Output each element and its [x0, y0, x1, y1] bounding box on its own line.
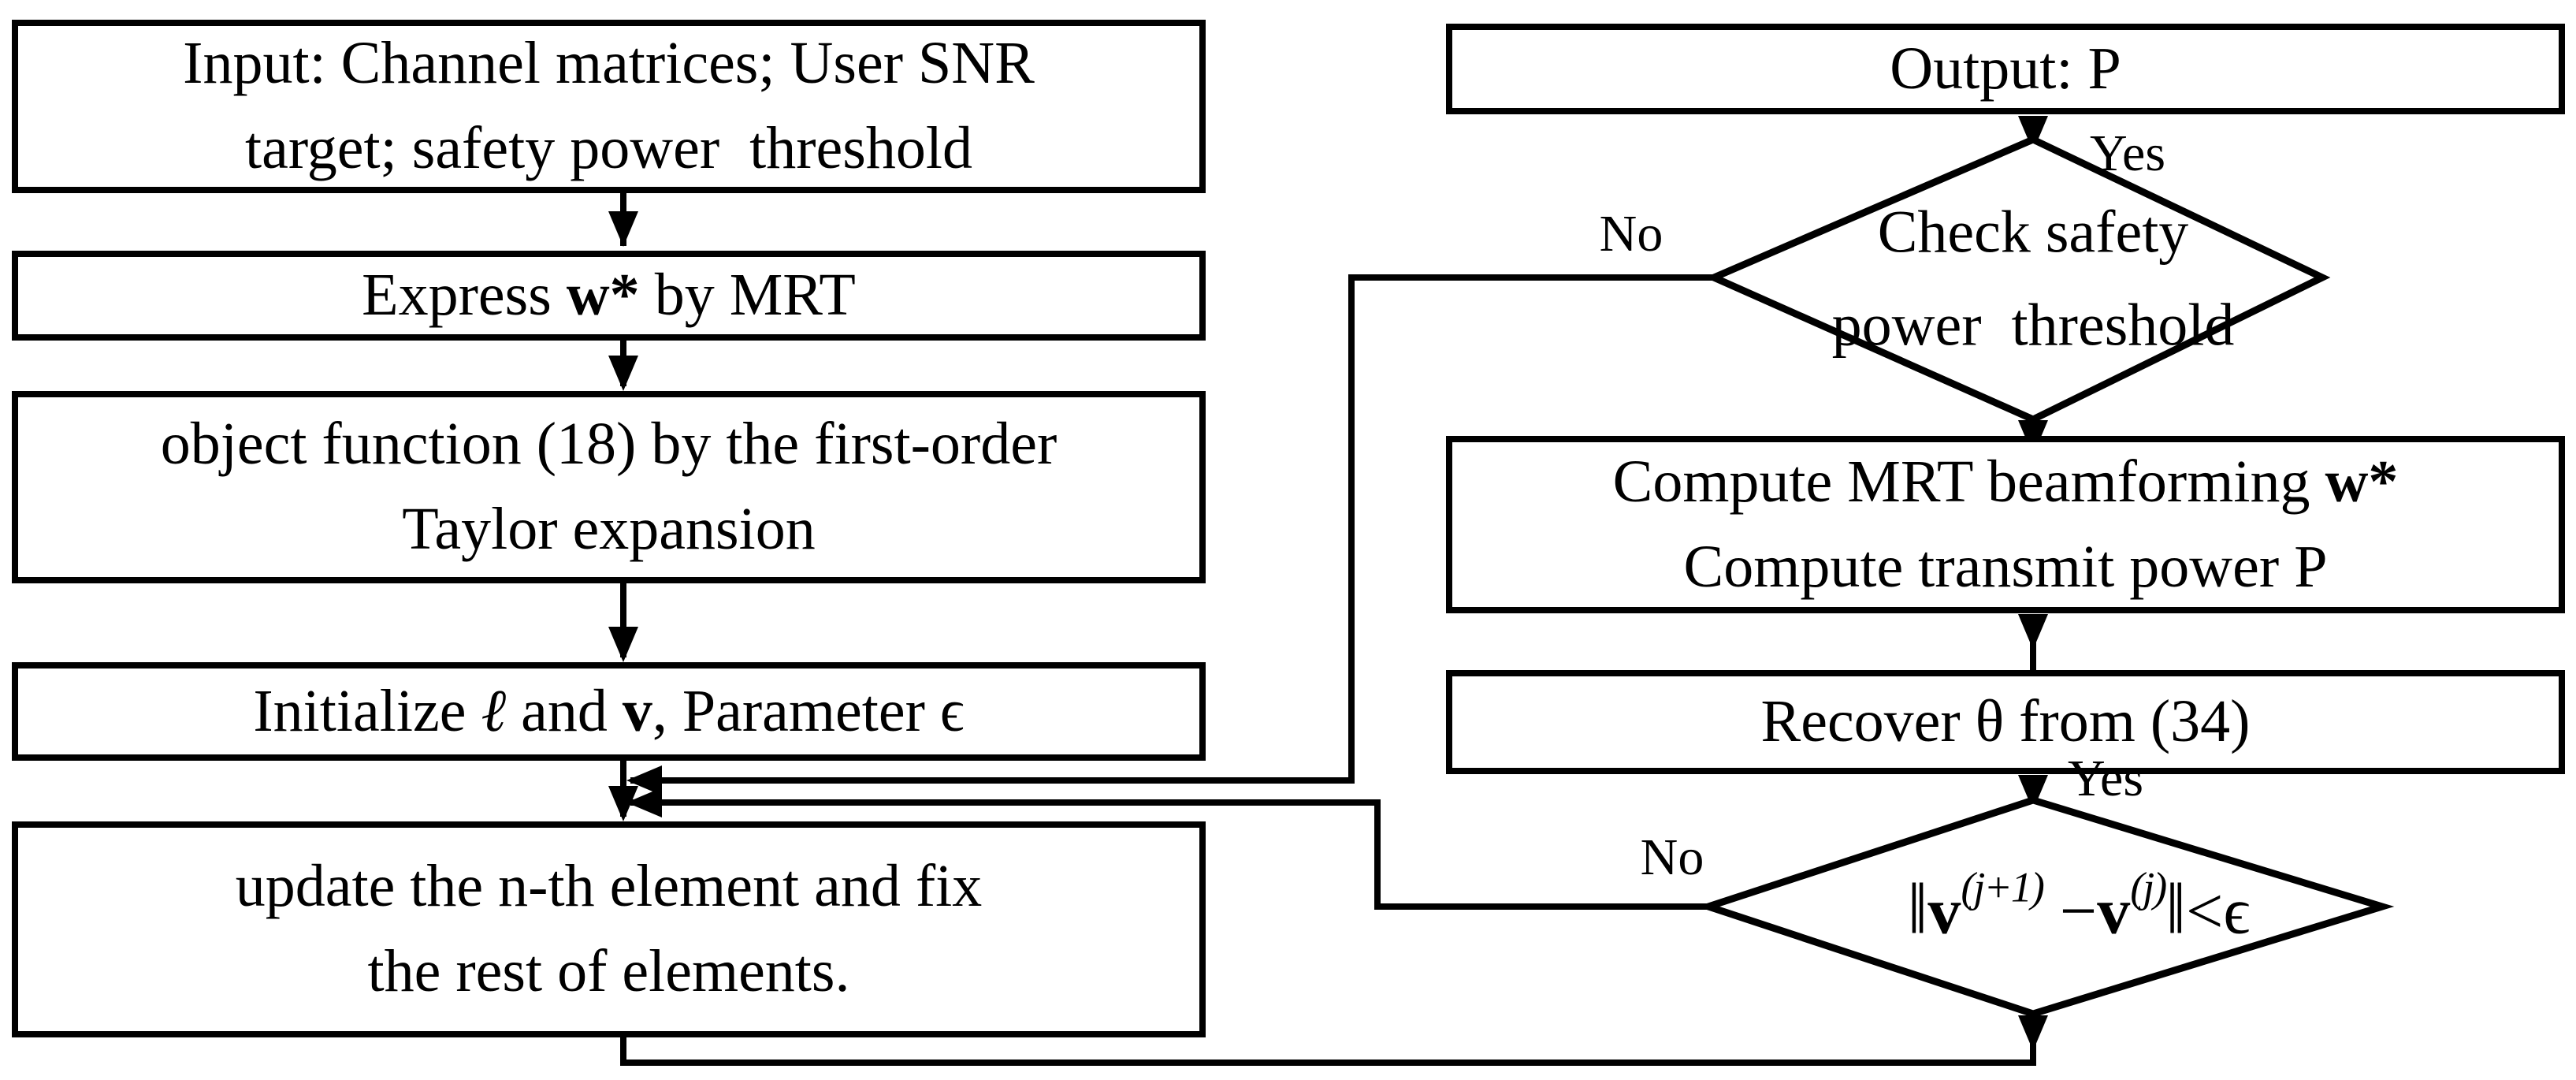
update-element-box: update the n-th element and fix the rest…: [12, 821, 1206, 1037]
compute-w-star-symbol: w*: [2325, 448, 2399, 515]
arrowhead-into-express: [608, 211, 638, 247]
initialize-box: Initialize ℓ and v, Parameter ϵ: [12, 662, 1206, 761]
input-box: Input: Channel matrices; User SNR target…: [12, 20, 1206, 193]
no-path-safety-loop: [630, 274, 1714, 784]
check-safety-label-line1: Check safety: [1877, 199, 2189, 266]
no-label-convergence: No: [1640, 829, 1704, 886]
taylor-line1: object function (18) by the first-order: [160, 411, 1058, 478]
v-j-symbol: v: [2097, 874, 2131, 948]
taylor-expansion-box: object function (18) by the first-order …: [12, 391, 1206, 583]
yes-label-convergence: Yes: [2067, 750, 2144, 807]
w-star-symbol: w*: [566, 262, 640, 329]
output-box: Output: P: [1446, 24, 2565, 114]
check-safety-label-line2: power threshold: [1831, 292, 2235, 359]
check-safety-diamond: [1704, 136, 2331, 423]
norm-close-symbol: ‖: [2165, 868, 2187, 949]
output-text: Output: P: [1890, 35, 2121, 102]
arrowhead-into-update: [608, 786, 638, 821]
v-symbol: v: [622, 677, 652, 744]
input-line1: Input: Channel matrices; User SNR: [183, 30, 1035, 97]
arrowhead-into-compute: [2018, 614, 2048, 650]
sup-j: (j): [2130, 863, 2167, 911]
compute-box: Compute MRT beamforming w* Compute trans…: [1446, 436, 2565, 613]
express-post: by MRT: [639, 262, 856, 329]
initialize-mid: and: [506, 677, 623, 744]
express-mrt-box: Express w* by MRT: [12, 251, 1206, 341]
yes-label-safety: Yes: [2089, 125, 2166, 182]
update-line1: update the n-th element and fix: [235, 853, 983, 920]
arrowhead-into-recover: [2018, 775, 2048, 810]
initialize-post: , Parameter: [652, 677, 940, 744]
update-line2: the rest of elements.: [367, 938, 850, 1004]
arrowhead-safety-loop: [626, 765, 662, 795]
compute-line1-pre: Compute MRT beamforming: [1612, 448, 2325, 515]
arrowhead-into-output: [2018, 116, 2048, 151]
express-pre: Express: [362, 262, 567, 329]
express-line: Express w* by MRT: [362, 253, 856, 338]
arrowhead-into-taylor: [608, 356, 638, 391]
compute-line1: Compute MRT beamforming w*: [1613, 440, 2399, 525]
no-path-convergence-loop: [630, 799, 1708, 910]
compute-line2: Compute transmit power P: [1683, 533, 2328, 600]
convergence-diamond: [1697, 796, 2395, 1018]
initialize-line: Initialize ℓ and v, Parameter ϵ: [253, 669, 964, 754]
recover-theta-box: Recover θ from (34): [1446, 670, 2565, 774]
sup-j-plus-1: (j+1): [1961, 863, 2044, 911]
no-label-safety: No: [1599, 205, 1663, 263]
v-j1-symbol: v: [1927, 874, 1961, 948]
less-than-symbol: <: [2186, 874, 2224, 948]
epsilon-symbol: ϵ: [939, 677, 965, 744]
arrowhead-into-convergence-diamond: [2018, 1015, 2048, 1051]
taylor-line2: Taylor expansion: [402, 496, 816, 562]
script-ell-symbol: ℓ: [481, 677, 507, 744]
input-line2: target; safety power threshold: [245, 115, 972, 181]
minus-symbol: −: [2043, 874, 2098, 948]
epsilon-threshold-symbol: ϵ: [2223, 874, 2251, 948]
recover-text: Recover θ from (34): [1760, 688, 2251, 755]
arrowhead-into-initialize: [608, 627, 638, 662]
convergence-formula: ‖v(j+1) −v(j)‖<ϵ: [1842, 787, 2251, 1027]
norm-open-symbol: ‖: [1907, 868, 1928, 949]
arrowhead-convergence-loop: [626, 788, 662, 817]
initialize-pre: Initialize: [253, 677, 481, 744]
